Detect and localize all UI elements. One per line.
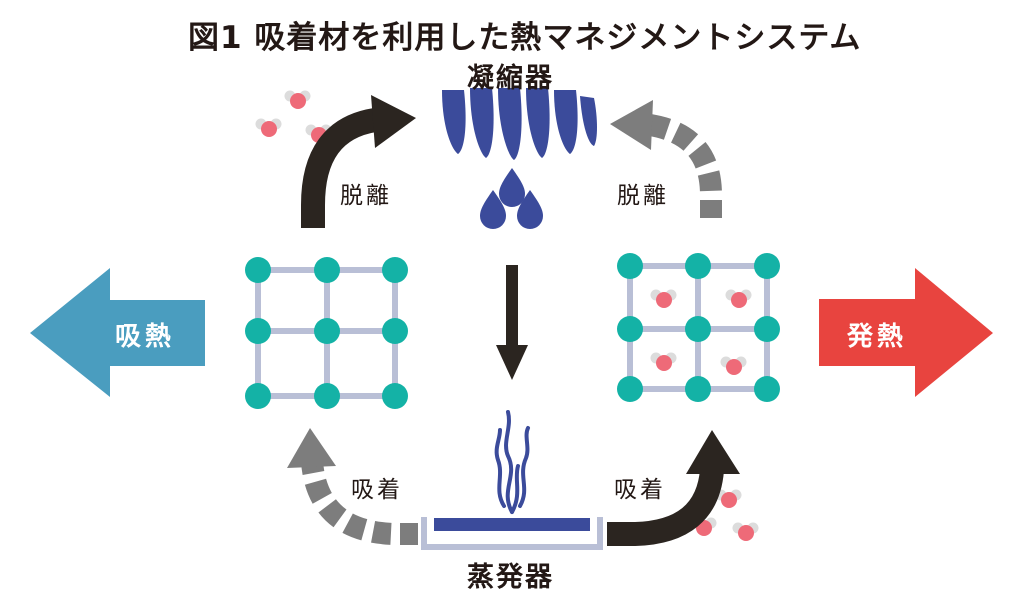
lattice-node — [617, 316, 643, 342]
heat-release-label: 発熱 — [847, 322, 908, 352]
lattice-node — [245, 318, 271, 344]
lattice-node — [754, 376, 780, 402]
heat-absorption-label: 吸熱 — [115, 322, 176, 352]
water-molecule — [650, 289, 677, 308]
lattice-node — [314, 318, 340, 344]
water-molecule — [650, 352, 677, 371]
figure-title: 図1 吸着材を利用した熱マネジメントシステム — [188, 20, 862, 56]
lattice-node — [685, 253, 711, 279]
lattice-node — [382, 257, 408, 283]
lattice-node — [245, 257, 271, 283]
desorption-label-left: 脱離 — [340, 183, 392, 209]
adsorbent-lattice-empty — [245, 257, 408, 409]
evaporator-label: 蒸発器 — [467, 562, 554, 593]
evaporator-tray-icon — [421, 517, 603, 550]
lattice-node — [382, 383, 408, 409]
lattice-node — [754, 316, 780, 342]
condenser-coil-icon — [442, 88, 597, 160]
lattice-node — [314, 383, 340, 409]
desorption-label-right: 脱離 — [617, 183, 669, 209]
condensate-flow-arrow — [496, 265, 528, 380]
flame-icon — [494, 410, 530, 514]
lattice-node — [314, 257, 340, 283]
adsorption-arrow-solid — [607, 430, 740, 546]
heat-release-arrow — [819, 268, 993, 397]
desorption-arrow-dashed — [610, 100, 722, 218]
lattice-node — [685, 376, 711, 402]
lattice-node — [685, 316, 711, 342]
water-molecule — [720, 356, 747, 375]
lattice-node — [245, 383, 271, 409]
water-molecule — [284, 90, 311, 109]
adsorption-label-left: 吸着 — [351, 477, 403, 503]
adsorption-label-right: 吸着 — [614, 477, 666, 503]
lattice-node — [754, 253, 780, 279]
lattice-node — [617, 376, 643, 402]
water-droplets-icon — [480, 168, 543, 229]
water-molecule — [732, 522, 759, 541]
heat-absorption-arrow — [30, 268, 205, 397]
condenser-label: 凝縮器 — [467, 63, 554, 94]
adsorbent-lattice-filled — [617, 253, 780, 402]
water-molecule — [725, 289, 752, 308]
water-molecule — [255, 118, 282, 137]
adsorption-arrow-dashed — [287, 428, 418, 545]
lattice-node — [617, 253, 643, 279]
lattice-node — [382, 318, 408, 344]
desorption-arrow-solid — [301, 95, 416, 228]
